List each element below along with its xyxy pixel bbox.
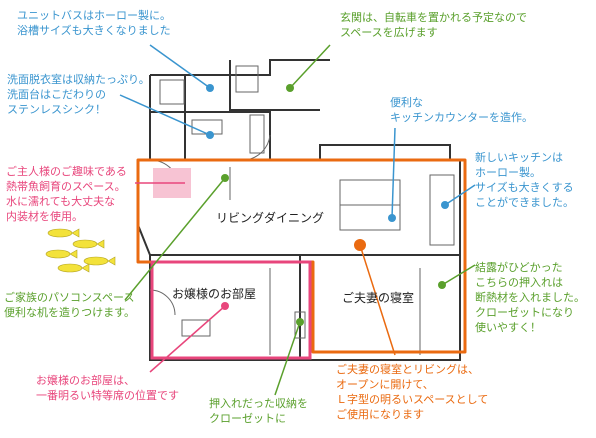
note-counter: 便利なキッチンカウンターを造作。 [390, 96, 533, 124]
master-room-label: ご夫妻の寝室 [342, 291, 415, 305]
note-insulation: 結露がひどかったこちらの押入れは断熱材を入れました。クローゼットになり使いやすく… [475, 261, 585, 334]
note-entrance: 玄関は、自転車を置かれる予定なのでスペースを広げます [340, 11, 527, 39]
note-aquarium: ご主人様のご趣味である熱帯魚飼育のスペース。水に濡れても大丈夫な内装材を使用。 [6, 165, 127, 223]
daughter-room-label: お嬢様のお部屋 [172, 287, 257, 301]
living-room-label: リビングダイニング [216, 211, 325, 225]
daughter-room-highlight [150, 260, 312, 360]
markers [206, 84, 449, 326]
note-kitchen: 新しいキッチンはホーロー製。サイズも大きくすることができました。 [475, 151, 574, 209]
note-daughter-room: お嬢様のお部屋は、一番明るい特等席の位置です [36, 374, 179, 402]
leader-lines [119, 44, 476, 396]
note-closet: 押入れだった収納をクローゼットに [209, 397, 308, 425]
note-open-space: ご夫妻の寝室とリビングは、オープンに開けて、Ｌ字型の明るいスペースとしてご使用に… [336, 363, 489, 421]
fish-icon [45, 228, 116, 273]
note-pc: ご家族のパソコンスペース便利な机を造りつけます。 [4, 291, 136, 319]
note-washroom: 洗面脱衣室は収納たっぷり。洗面台はこだわりのステンレスシンク！ [7, 73, 150, 116]
living-area-highlight [136, 158, 467, 354]
note-bath: ユニットバスはホーロー製に。浴槽サイズも大きくなりました [17, 9, 171, 37]
